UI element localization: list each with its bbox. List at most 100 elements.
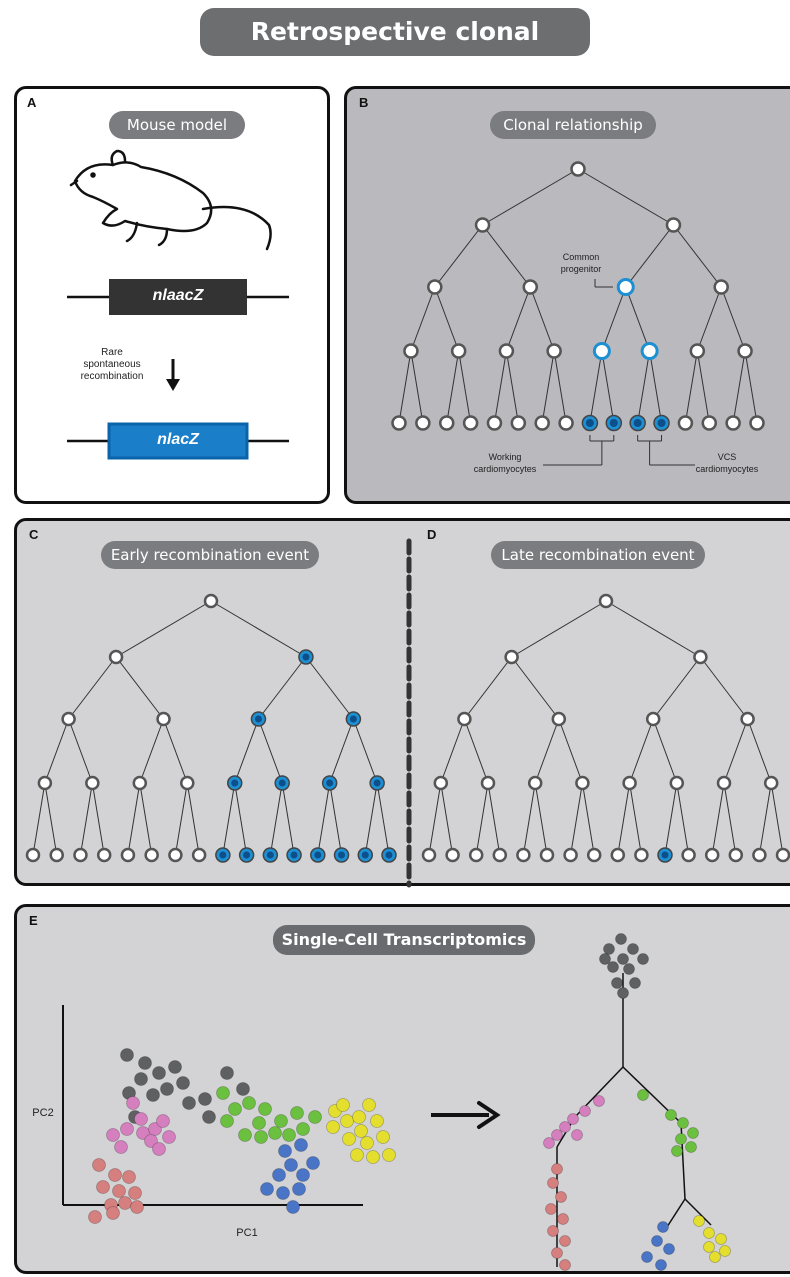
cell-node bbox=[504, 649, 519, 665]
yellow-cell-point bbox=[366, 1150, 380, 1164]
cell-node bbox=[391, 415, 407, 431]
salmon-cell-point bbox=[130, 1200, 144, 1214]
x-axis-label: PC1 bbox=[236, 1227, 258, 1239]
pink-cell-point bbox=[156, 1114, 170, 1128]
gray-trajectory-point bbox=[611, 977, 623, 989]
tree-b bbox=[391, 161, 765, 466]
cell-node bbox=[438, 415, 455, 431]
pink-cell-point bbox=[148, 1122, 162, 1136]
cell-node bbox=[120, 847, 136, 863]
common-progenitor-label: Common progenitor bbox=[560, 252, 602, 274]
cell-node bbox=[486, 415, 503, 431]
gray-trajectory-point bbox=[603, 943, 615, 955]
yellow-trajectory-point bbox=[703, 1227, 715, 1239]
gray-cell-point bbox=[146, 1088, 160, 1102]
trajectory-branch bbox=[666, 1198, 686, 1228]
pink-trajectory-point bbox=[593, 1095, 605, 1107]
blue-cell-point bbox=[292, 1182, 306, 1196]
pink-trajectory-point bbox=[543, 1137, 555, 1149]
pink-cell-point bbox=[144, 1134, 158, 1148]
cell-node bbox=[693, 649, 708, 665]
progenitor-node bbox=[592, 342, 611, 360]
salmon-cell-point bbox=[122, 1170, 136, 1184]
cell-node bbox=[156, 711, 171, 727]
panel-c-label: C bbox=[29, 527, 39, 542]
pink-trajectory-point bbox=[579, 1105, 591, 1117]
green-cell-point bbox=[252, 1116, 266, 1130]
yellow-trajectory-point bbox=[715, 1233, 727, 1245]
pink-cell-point bbox=[114, 1140, 128, 1154]
green-cell-point bbox=[268, 1126, 282, 1140]
late-recombination-pill: Late recombination event bbox=[491, 541, 705, 569]
green-cell-point bbox=[290, 1106, 304, 1120]
blue-cell-point bbox=[306, 1156, 320, 1170]
mouse-model-pill: Mouse model bbox=[109, 111, 245, 139]
salmon-trajectory-point bbox=[547, 1177, 559, 1189]
green-cell-point bbox=[296, 1122, 310, 1136]
panel-e: E Single-Cell Transcriptomics PC2 PC1 bbox=[14, 904, 790, 1274]
pink-trajectory-point bbox=[559, 1121, 571, 1133]
green-cell-point bbox=[308, 1110, 322, 1124]
cell-node bbox=[421, 847, 437, 863]
cell-node bbox=[403, 343, 419, 359]
cell-node bbox=[132, 775, 148, 791]
yellow-cell-point bbox=[326, 1120, 340, 1134]
gray-cell-point bbox=[152, 1066, 166, 1080]
blue-trajectory-point bbox=[657, 1221, 669, 1233]
salmon-trajectory-point bbox=[547, 1225, 559, 1237]
panel-a-drawing bbox=[67, 149, 289, 460]
green-trajectory-point bbox=[637, 1089, 649, 1101]
gray-trajectory-point bbox=[615, 933, 627, 945]
recombination-text: Rare spontaneous recombination bbox=[80, 347, 144, 382]
yellow-cell-point bbox=[376, 1130, 390, 1144]
cell-node bbox=[492, 847, 508, 863]
panel-a: A Mouse model nlaacZ Rare spontaneous re… bbox=[14, 86, 330, 504]
green-cell-point bbox=[238, 1128, 252, 1142]
cell-node bbox=[704, 847, 720, 863]
gray-cell-point bbox=[220, 1066, 234, 1080]
cell-node bbox=[191, 847, 207, 863]
gray-trajectory-point bbox=[607, 961, 619, 973]
right-arrow-icon bbox=[431, 1101, 501, 1129]
cell-node bbox=[534, 415, 550, 431]
blue-trajectory-point bbox=[651, 1235, 663, 1247]
cell-node bbox=[108, 649, 124, 665]
pink-cell-point bbox=[136, 1126, 150, 1140]
cell-node bbox=[622, 775, 637, 791]
cell-node bbox=[468, 847, 484, 863]
gray-trajectory-point bbox=[623, 963, 635, 975]
yellow-cell-point bbox=[352, 1110, 366, 1124]
salmon-trajectory-point bbox=[555, 1191, 567, 1203]
gray-cell-point bbox=[134, 1072, 148, 1086]
clonal-relationship-pill: Clonal relationship bbox=[490, 111, 656, 139]
green-cell-point bbox=[258, 1102, 272, 1116]
gray-trajectory-point bbox=[637, 953, 649, 965]
yellow-cell-point bbox=[354, 1124, 368, 1138]
salmon-cell-point bbox=[128, 1186, 142, 1200]
yellow-cell-point bbox=[350, 1148, 364, 1162]
cell-node bbox=[749, 415, 765, 431]
cell-node bbox=[716, 775, 732, 791]
cell-node bbox=[701, 415, 718, 431]
cell-node bbox=[433, 775, 449, 791]
gray-trajectory-point bbox=[627, 943, 639, 955]
yellow-cell-point bbox=[362, 1098, 376, 1112]
green-cell-point bbox=[228, 1102, 242, 1116]
gray-cell-point bbox=[182, 1096, 196, 1110]
cell-node bbox=[752, 847, 767, 863]
cell-node bbox=[689, 343, 706, 359]
yellow-trajectory-point bbox=[693, 1215, 705, 1227]
plot-e bbox=[62, 933, 731, 1271]
y-axis-label: PC2 bbox=[32, 1107, 54, 1119]
green-cell-point bbox=[254, 1130, 268, 1144]
cell-node bbox=[49, 847, 64, 863]
yellow-cell-point bbox=[340, 1114, 354, 1128]
cell-node bbox=[415, 415, 431, 431]
cell-node bbox=[445, 847, 460, 863]
salmon-cell-point bbox=[96, 1180, 110, 1194]
cell-node bbox=[681, 847, 696, 863]
cell-node bbox=[634, 847, 649, 863]
cell-node bbox=[563, 847, 578, 863]
yellow-cell-point bbox=[370, 1114, 384, 1128]
cell-node bbox=[610, 847, 626, 863]
